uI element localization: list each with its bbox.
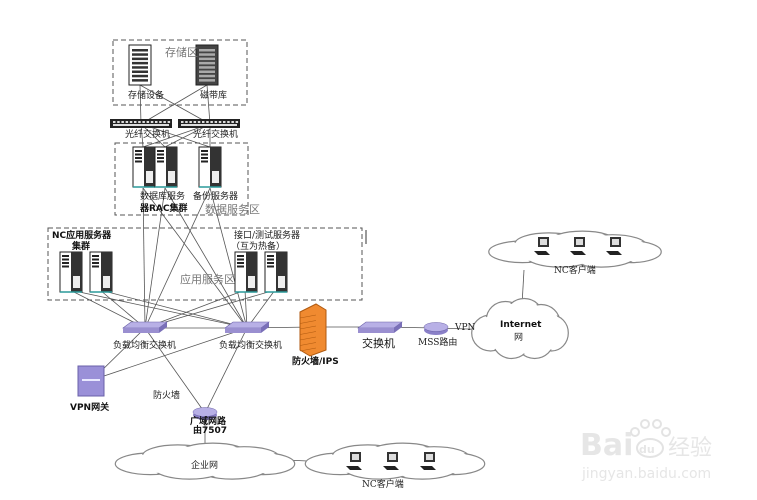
client-computer-icon [534, 237, 550, 255]
fiber-switch-1-icon [110, 119, 172, 128]
client-computer-icon [346, 452, 362, 470]
client-computer-icon [420, 452, 436, 470]
internet-cloud-icon [471, 297, 569, 360]
link-line [69, 289, 146, 329]
interface-server-icon [264, 251, 288, 293]
links [69, 84, 525, 463]
vpn-gateway-icon [77, 365, 105, 397]
paw-logo [630, 419, 671, 458]
nc-app-server-icon [59, 251, 83, 293]
db-server-label-1: 数据库服务 [140, 190, 185, 202]
backup-server-label: 备份服务器 [193, 190, 238, 202]
interface-server-icon [234, 251, 258, 293]
db-server-icon [154, 146, 178, 188]
lb-switch-1-label: 负载均衡交换机 [113, 339, 176, 351]
client-computer-icon [606, 237, 622, 255]
lb-switch-1-icon [122, 321, 168, 333]
nc-client-bottom-label: NC客户端 [362, 478, 404, 490]
fiber-switch-2-label: 光纤交换机 [193, 128, 238, 140]
baidu-jingyan-watermark: Bai du 经验 jingyan.baidu.com [580, 419, 712, 482]
wan-router-label-2: 由7507 [193, 424, 227, 436]
watermark-brand: Bai [580, 428, 633, 463]
data-service-zone [114, 142, 249, 216]
interface-server-label-1: 接口/测试服务器 [234, 229, 300, 241]
nc-client-top-cloud-icon [488, 230, 662, 268]
nc-app-server-icon [89, 251, 113, 293]
icons [59, 44, 662, 480]
enterprise-net-cloud-icon [114, 442, 296, 480]
firewall-ips-label: 防火墙/IPS [292, 355, 339, 367]
lb-switch-2-icon [224, 321, 270, 333]
app-service-zone [47, 227, 363, 301]
fiber-switch-2-icon [178, 119, 240, 128]
wan-router-label-1: 广域网路 [190, 415, 227, 427]
fiber-switch-1-label: 光纤交换机 [125, 128, 170, 140]
nc-app-cluster-label-1: NC应用服务器 [52, 229, 112, 241]
internet-label-1: Internet [500, 320, 542, 330]
link-line [142, 187, 248, 329]
db-server-icon [132, 146, 156, 188]
tape-library-label: 磁带库 [200, 89, 227, 101]
data-service-zone-label: 数据服务区 [205, 202, 260, 216]
storage-device-icon [128, 44, 152, 86]
client-computer-icon [383, 452, 399, 470]
link-line [99, 289, 248, 329]
vpn-gateway-label: VPN网关 [70, 401, 109, 413]
firewall-label: 防火墙 [153, 389, 180, 401]
tape-library-icon [195, 44, 219, 86]
switch-icon [357, 321, 403, 333]
watermark-brand-du: du [639, 443, 655, 456]
db-server-label-2: 器RAC集群 [139, 202, 188, 214]
link-line [144, 289, 276, 329]
vpn-link-label: VPN [454, 323, 476, 333]
interface-server-label-2: （互为热备） [231, 240, 285, 252]
app-service-zone-label: 应用服务区 [180, 272, 235, 286]
storage-device-label: 存储设备 [128, 89, 164, 101]
link-line [69, 289, 248, 329]
mss-router-icon [423, 322, 449, 335]
link-line [144, 289, 246, 329]
lb-switch-2-label: 负载均衡交换机 [219, 339, 282, 351]
link-line [142, 187, 146, 329]
nc-app-cluster-label-2: 集群 [71, 240, 90, 252]
link-line [139, 84, 211, 125]
link-line [99, 289, 146, 329]
link-line [209, 187, 248, 329]
watermark-url: jingyan.baidu.com [581, 466, 711, 482]
mss-router-label: MSS路由 [418, 336, 457, 348]
nc-client-top-label: NC客户端 [554, 264, 596, 276]
link-line [206, 84, 211, 125]
switch-label: 交换机 [362, 336, 395, 350]
link-line [164, 187, 248, 329]
link-line [144, 327, 206, 414]
link-line [246, 289, 276, 329]
link-line [244, 289, 248, 329]
link-line [204, 327, 248, 414]
internet-label-2: 网 [514, 332, 523, 343]
storage-zone [112, 39, 248, 106]
backup-server-icon [198, 146, 222, 188]
firewall-ips-icon [299, 303, 327, 357]
watermark-product: 经验 [668, 436, 712, 461]
enterprise-net-label: 企业网 [191, 459, 218, 471]
storage-zone-label: 存储区 [165, 45, 198, 59]
client-computer-icon [570, 237, 586, 255]
link-line [91, 327, 248, 381]
wan-router-icon [192, 407, 218, 420]
link-line [144, 187, 166, 329]
